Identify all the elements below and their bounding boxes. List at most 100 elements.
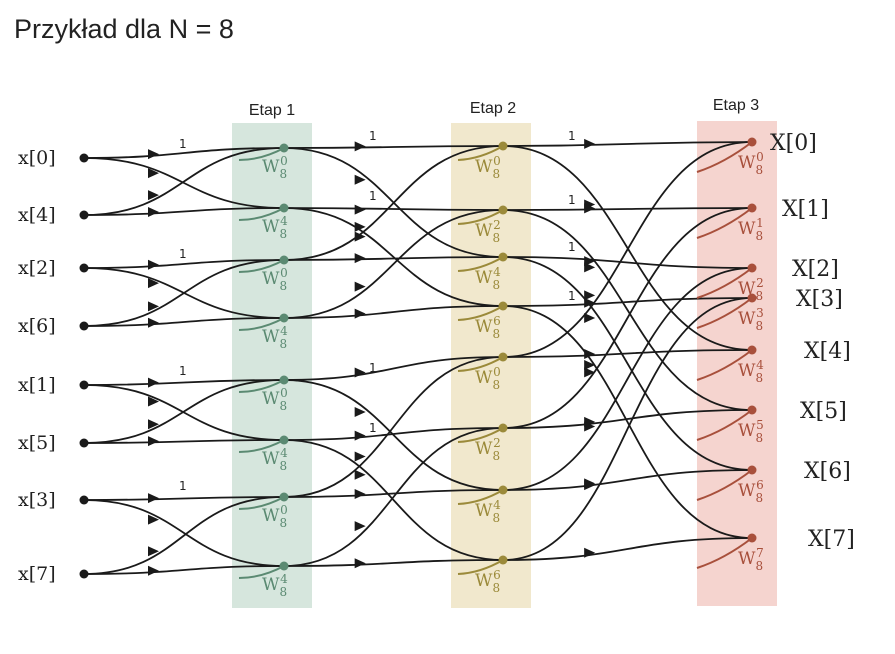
stage3-twiddle-label: W85 <box>738 418 764 445</box>
stage1-twiddle-label: W80 <box>262 386 288 413</box>
butterfly-wires <box>83 138 753 579</box>
unit-weight-label: 1 <box>568 240 576 254</box>
stage2-wire <box>283 427 504 567</box>
unit-weight-label: 1 <box>369 421 377 435</box>
arrow-head <box>354 204 366 215</box>
band-wire <box>696 409 753 441</box>
arrow-head <box>148 207 159 218</box>
stage1-wire <box>83 499 285 567</box>
stage3-wire <box>502 256 753 471</box>
stage2-wire <box>283 356 504 381</box>
stage3-band <box>697 121 777 606</box>
stage1-wire <box>83 267 285 319</box>
band-wire <box>696 537 753 569</box>
stage3-wire <box>502 297 753 561</box>
arrow-head <box>148 493 159 504</box>
arrow-head <box>148 259 159 270</box>
stage3-twiddle-label: W83 <box>738 306 764 333</box>
output-label: X[7] <box>808 527 855 552</box>
stage2-node <box>498 352 508 362</box>
output-label: X[1] <box>782 197 829 222</box>
output-label: X[0] <box>770 131 817 156</box>
stage1-twiddle-label: W84 <box>262 214 288 241</box>
stage3-wire <box>502 256 753 269</box>
arrow-head <box>148 546 159 557</box>
stage1-twiddle-label: W80 <box>262 154 288 181</box>
arrow-head <box>148 168 159 179</box>
stage3-wire <box>502 349 753 358</box>
output-label: X[2] <box>792 257 839 282</box>
arrow-head <box>584 480 596 491</box>
input-label: x[0] <box>18 147 56 169</box>
arrow-head <box>584 349 596 360</box>
stage2-wire <box>283 305 504 319</box>
arrow-head <box>354 406 366 417</box>
arrow-head <box>584 203 596 214</box>
stage3-wire <box>502 469 753 491</box>
unit-weight-label: 1 <box>568 289 576 303</box>
arrow-head <box>354 253 366 264</box>
output-label: X[4] <box>804 339 851 364</box>
stage2-twiddle-label: W84 <box>475 498 501 525</box>
arrow-head <box>354 521 366 532</box>
stage1-wire <box>83 439 285 444</box>
input-label: x[5] <box>18 432 56 454</box>
arrow-head <box>354 308 366 319</box>
stage3-node <box>747 405 757 415</box>
arrow-head <box>584 547 596 558</box>
stage2-wire <box>283 427 504 441</box>
stage3-wire <box>502 537 753 561</box>
stage2-twiddle-label: W80 <box>475 365 501 392</box>
arrow-head <box>354 221 366 232</box>
stage2-twiddle-label: W82 <box>475 436 501 463</box>
unit-weight-label: 1 <box>369 129 377 143</box>
input-node <box>79 438 89 448</box>
stage1-wire <box>83 147 285 159</box>
stage2-wire <box>283 209 504 319</box>
arrow-head <box>584 262 596 273</box>
arrow-head <box>354 469 366 480</box>
unit-weight-label: 1 <box>568 129 576 143</box>
stage1-twiddle-label: W80 <box>262 266 288 293</box>
stage2-node <box>498 301 508 311</box>
input-node <box>79 210 89 220</box>
input-label: x[4] <box>18 204 56 226</box>
stage2-band <box>451 123 531 608</box>
arrow-head <box>354 430 366 441</box>
unit-weight-label: 1 <box>179 137 187 151</box>
stage1-wire <box>83 379 285 386</box>
band-wire <box>696 141 753 173</box>
page-title: Przykład dla N = 8 <box>14 14 234 44</box>
band-wire <box>696 469 753 501</box>
stage2-wire <box>283 559 504 567</box>
band-wire <box>696 297 753 329</box>
stage1-node <box>279 255 289 265</box>
arrow-head <box>354 141 366 152</box>
input-node <box>79 153 89 163</box>
stage2-label: Etap 2 <box>470 100 516 117</box>
stage1-wire <box>83 384 285 441</box>
stage3-wire <box>502 141 753 147</box>
stage3-node <box>747 137 757 147</box>
stage1-wire <box>83 259 285 269</box>
stage1-node <box>279 143 289 153</box>
stage3-wire <box>502 409 753 429</box>
input-node <box>79 380 89 390</box>
stage1-twiddle-label: W84 <box>262 324 288 351</box>
unit-weight-label: 1 <box>179 247 187 261</box>
arrow-head <box>148 419 159 430</box>
stage1-node <box>279 313 289 323</box>
stage3-node <box>747 203 757 213</box>
arrow-head <box>354 558 366 569</box>
stage3-node <box>747 293 757 303</box>
unit-weight-label: 1 <box>568 193 576 207</box>
unit-weight-label: 1 <box>369 189 377 203</box>
arrow-head <box>354 281 366 292</box>
stage3-wire <box>502 267 753 491</box>
arrow-head <box>148 436 159 447</box>
unit-weight-label: 1 <box>179 364 187 378</box>
stage3-node <box>747 465 757 475</box>
stage1-wire <box>83 207 285 216</box>
stage2-twiddle-label: W84 <box>475 265 501 292</box>
